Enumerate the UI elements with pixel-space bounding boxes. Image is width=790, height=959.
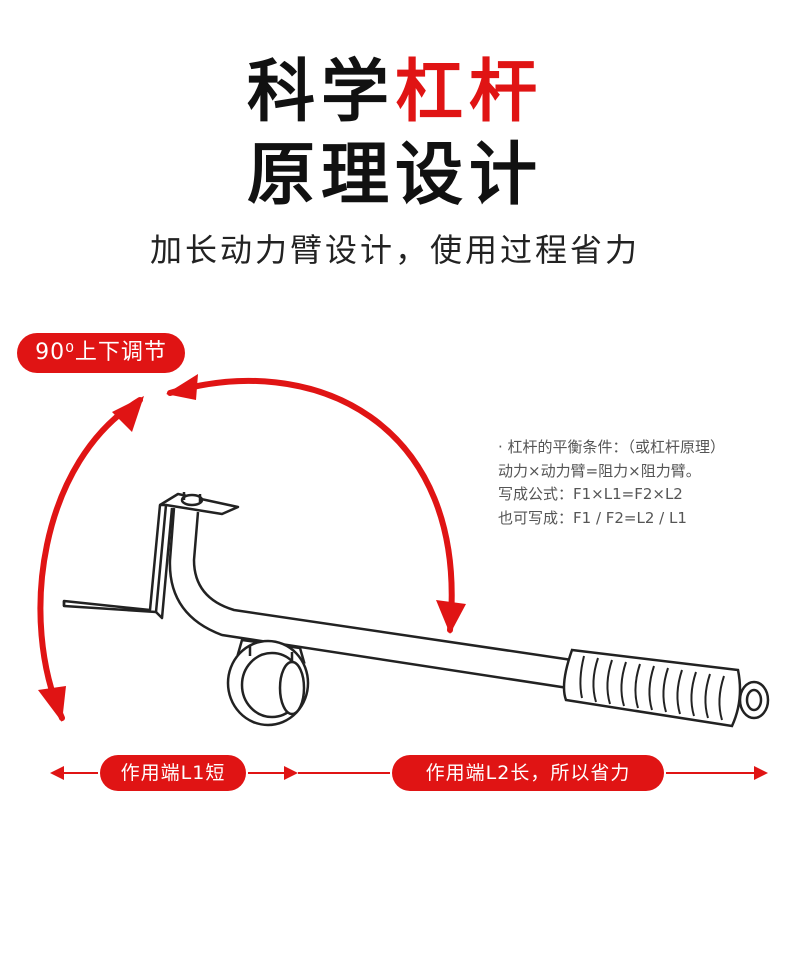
long-arm-label: 作用端L2长，所以省力	[392, 755, 664, 791]
measure-line	[50, 766, 768, 780]
wheel	[226, 638, 310, 727]
formula-line: 写成公式：F1×L1=F2×L2	[498, 485, 683, 503]
grip-handle	[562, 648, 770, 728]
title-black-part: 科学	[246, 53, 395, 132]
subtitle: 加长动力臂设计，使用过程省力	[149, 231, 640, 269]
rotation-arc-right	[167, 378, 455, 633]
short-arm-label: 作用端L1短	[100, 755, 246, 791]
title-line-1: 科学杠杆	[0, 55, 790, 131]
rotation-arc-left	[37, 397, 143, 721]
arc-right-arrowhead-top	[166, 374, 198, 400]
title-red-part: 杠杆	[395, 53, 544, 132]
arc-right-arrowhead-bottom	[436, 600, 466, 634]
arc-left-arrowhead-bottom	[38, 686, 66, 722]
title-line-2: 原理设计	[246, 136, 543, 215]
formula-line: 也可写成：F1 / F2=L2 / L1	[498, 508, 687, 527]
lever-bar	[168, 507, 573, 690]
arc-left-arrowhead-top	[112, 396, 144, 432]
lever-bracket	[62, 492, 240, 620]
formula-line: · 杠杆的平衡条件：（或杠杆原理）	[498, 438, 726, 456]
adjust-angle-badge: 90⁰上下调节	[17, 333, 185, 373]
formula-line: 动力×动力臂=阻力×阻力臂。	[498, 461, 701, 480]
lever-formula: · 杠杆的平衡条件：（或杠杆原理） 动力×动力臂=阻力×阻力臂。 写成公式：F1…	[498, 436, 788, 530]
